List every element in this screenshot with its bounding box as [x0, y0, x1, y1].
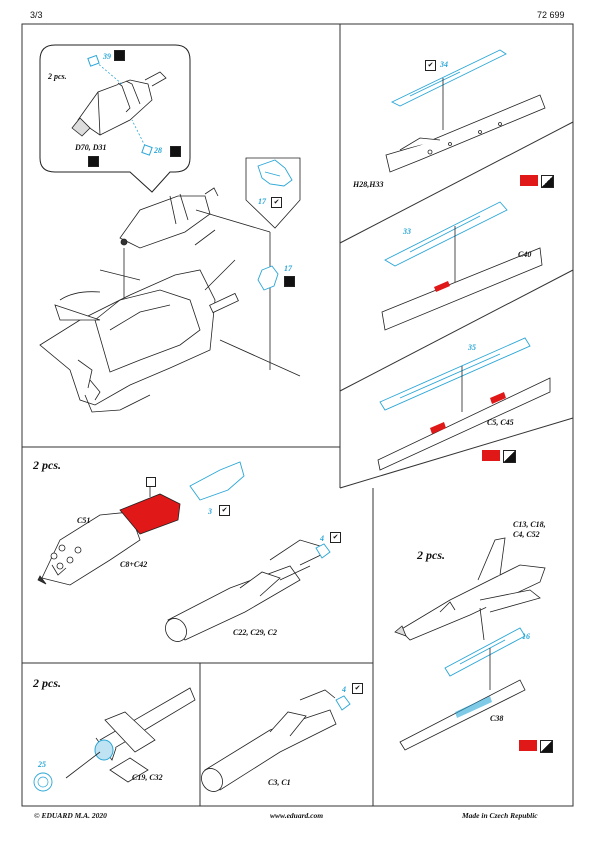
part-16-shape — [444, 627, 526, 677]
c22-label: C22, C29, C2 — [233, 628, 278, 637]
part-3-label: 3 — [208, 507, 212, 516]
black-white-swatch — [503, 450, 516, 463]
inset-part-28: 28 — [154, 146, 162, 155]
red-color-swatch — [519, 740, 537, 751]
panel6-quantity: 2 pcs. — [417, 548, 445, 562]
part-17-label-a: 17 — [258, 197, 266, 206]
red-color-swatch — [520, 175, 538, 186]
check-icon: ✔ — [219, 505, 230, 516]
part-3-shape — [189, 461, 245, 501]
c51-missile-drawing — [37, 511, 141, 586]
outline-icon — [146, 477, 156, 487]
page-number: 3/3 — [30, 10, 43, 20]
c51-label: C51 — [77, 516, 91, 525]
part-25-label: 25 — [38, 760, 46, 769]
c3-label: C3, C1 — [268, 778, 291, 787]
panel5-quantity: 2 pcs. — [33, 458, 61, 472]
h28-part-drawing — [385, 94, 546, 173]
part-35-shape — [379, 337, 531, 411]
website-link[interactable]: www.eduard.com — [270, 811, 324, 820]
part-17-inset-shape — [257, 159, 293, 187]
black-white-swatch — [540, 740, 553, 753]
part-34-label: 34 — [440, 60, 448, 69]
origin-text: Made in Czech Republic — [462, 811, 538, 820]
copyright-text: © EDUARD M.A. 2020 — [34, 811, 107, 820]
part-35-label: 35 — [468, 343, 476, 352]
c38-label: C38 — [490, 714, 504, 723]
h28-label: H28,H33 — [353, 180, 384, 189]
inset-part-39: 39 — [103, 52, 111, 61]
part-17-installed-shape — [257, 265, 279, 291]
c13-label-line1: C13, C18, — [513, 520, 546, 529]
part-33-label: 33 — [403, 227, 411, 236]
blue-disc — [94, 739, 114, 761]
c22-missile-drawing — [165, 539, 326, 642]
outer-border — [21, 23, 574, 807]
part-17-label-b: 17 — [284, 264, 292, 273]
paint-icon — [114, 50, 125, 61]
check-icon: ✔ — [352, 683, 363, 694]
inset-label: D70, D31 — [75, 143, 107, 152]
black-white-swatch — [541, 175, 554, 188]
part-16-label: 16 — [522, 632, 530, 641]
part-4-label-b: 4 — [342, 685, 346, 694]
paint-icon — [88, 156, 99, 167]
check-icon: ✔ — [330, 532, 341, 543]
red-color-swatch — [482, 450, 500, 461]
c8-label: C8+C42 — [120, 560, 148, 569]
inset-quantity: 2 pcs. — [48, 72, 67, 81]
part-33-shape — [384, 201, 508, 267]
part-28-shape — [141, 144, 153, 156]
product-code: 72 699 — [537, 10, 565, 20]
red-nose-section — [119, 493, 181, 535]
part-39-shape — [87, 54, 100, 67]
part-4-shape-b — [335, 695, 351, 711]
part-4-label: 4 — [320, 534, 324, 543]
c13-label-line2: C4, C52 — [513, 530, 540, 539]
part-25-shape — [33, 772, 53, 792]
panel7-quantity: 2 pcs. — [33, 676, 61, 690]
part-34-shape — [390, 49, 507, 107]
c40-label: C40 — [518, 250, 532, 259]
paint-icon — [284, 276, 295, 287]
part-4-shape — [315, 543, 331, 559]
paint-icon — [170, 146, 181, 157]
check-icon: ✔ — [271, 197, 282, 208]
c40-part-drawing — [381, 247, 543, 331]
check-icon: ✔ — [425, 60, 436, 71]
c3-missile-drawing — [201, 689, 337, 792]
c19-label: C19, C32 — [132, 773, 163, 782]
c13-missile-drawing — [394, 537, 546, 641]
c5-label: C5, C45 — [487, 418, 514, 427]
c5-part-drawing — [377, 377, 551, 471]
inset-missile-drawing — [71, 71, 167, 137]
cockpit-drawing — [39, 187, 301, 413]
